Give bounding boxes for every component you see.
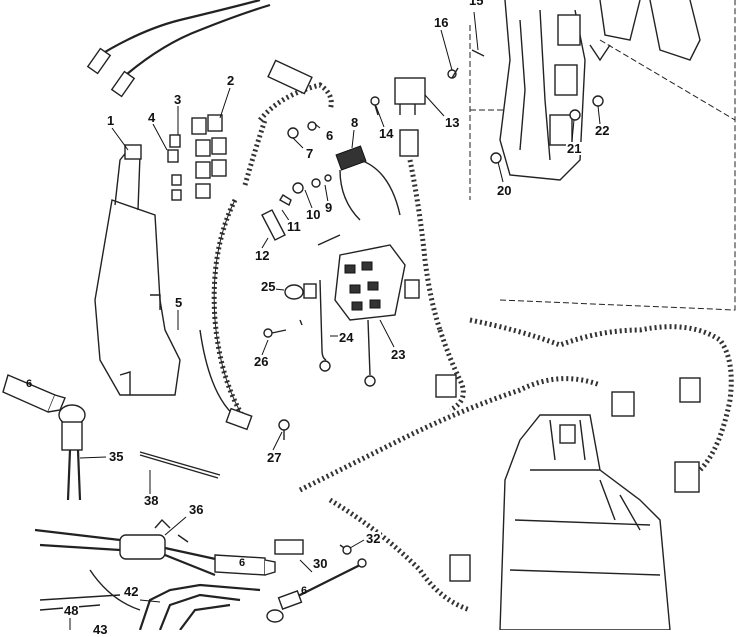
callout-13: 13: [444, 115, 461, 130]
callout-25: 25: [260, 279, 277, 294]
callout-48: 48: [63, 603, 80, 618]
callout-10: 10: [305, 207, 322, 222]
connector-top: [267, 59, 313, 95]
module-cover: [94, 149, 181, 396]
cable-tie: [139, 451, 221, 479]
callout-14: 14: [378, 126, 395, 141]
callout-9: 9: [324, 200, 334, 215]
callout-15: 15: [468, 0, 485, 7]
ignition-bracket: [490, 0, 701, 181]
tube-label-center: 6: [239, 557, 246, 569]
bolts-top: [370, 49, 485, 116]
engine-block: [499, 414, 671, 630]
callout-20: 20: [496, 183, 513, 198]
fasteners: [261, 121, 341, 440]
callout-1: 1: [106, 113, 116, 128]
terminal-block: [334, 244, 420, 321]
callout-7: 7: [305, 146, 315, 161]
callout-4: 4: [147, 110, 157, 125]
callout-5: 5: [174, 295, 184, 310]
fuse-assembly: [34, 518, 221, 611]
dashed-outline: [469, 0, 736, 311]
tube-label-right: 6: [301, 585, 308, 597]
tube-label-left: 6: [26, 378, 33, 390]
callout-21: 21: [566, 141, 583, 156]
callout-42: 42: [123, 584, 140, 599]
callout-22: 22: [594, 123, 611, 138]
callout-6: 6: [325, 128, 335, 143]
callout-8: 8: [350, 115, 360, 130]
callout-11: 11: [286, 219, 302, 234]
callout-24: 24: [338, 330, 355, 345]
callout-35: 35: [108, 449, 125, 464]
callout-16: 16: [433, 15, 450, 30]
wire-leads-top: [86, 0, 271, 98]
sealant-tube-center: [214, 554, 276, 576]
lead-30: [277, 544, 367, 610]
callout-30: 30: [312, 556, 329, 571]
callout-23: 23: [390, 347, 407, 362]
harness-right: [298, 317, 734, 613]
callout-2: 2: [226, 73, 236, 88]
harness-left: [199, 82, 334, 431]
callout-36: 36: [188, 502, 205, 517]
callout-26: 26: [253, 354, 270, 369]
relay-cluster: [124, 114, 227, 201]
harness-42: [39, 583, 284, 630]
callout-27: 27: [266, 450, 283, 465]
relay-13: [394, 77, 443, 331]
sealant-tube-left: [2, 374, 66, 413]
callout-3: 3: [173, 92, 183, 107]
leader-lines: [69, 11, 601, 630]
small-tube: [274, 539, 304, 555]
callout-12: 12: [254, 248, 271, 263]
fuse-holder: [284, 279, 376, 387]
callout-38: 38: [143, 493, 160, 508]
callout-32: 32: [365, 531, 382, 546]
solenoid: [335, 145, 401, 221]
connector-35: [58, 404, 86, 501]
